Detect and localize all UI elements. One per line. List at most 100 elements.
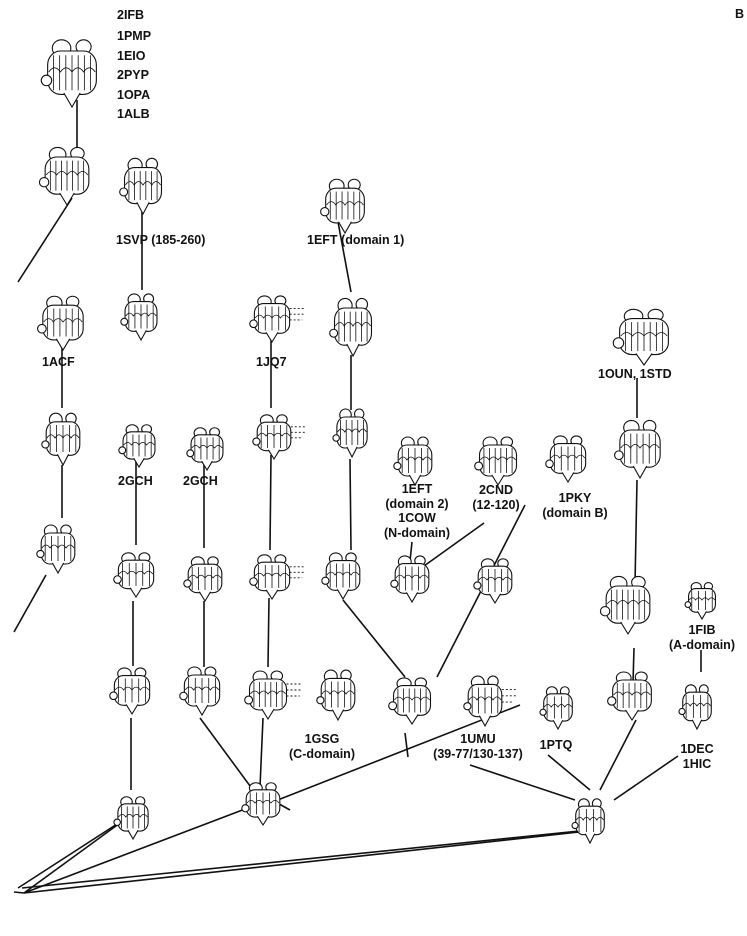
label-1eio: 1EIO xyxy=(117,49,146,63)
label-1oun-1std: 1OUN, 1STD xyxy=(598,367,672,381)
glyph-2gch-a xyxy=(118,424,156,469)
glyph-1oun xyxy=(612,308,669,366)
label-1pky-domain: (domain B) xyxy=(542,506,607,520)
glyph-oun-child3 xyxy=(607,671,652,722)
root-branch-3 xyxy=(23,831,580,894)
glyph-2cnd xyxy=(474,436,518,487)
label-1fib-id: 1FIB xyxy=(688,623,715,637)
glyph-oun-child xyxy=(614,419,661,480)
label-1dec-1hic: 1DEC 1HIC xyxy=(680,742,713,771)
glyph-eft-child3 xyxy=(321,552,361,601)
label-1eft-1cow: 1EFT (domain 2) 1COW (N-domain) xyxy=(384,482,450,540)
label-1dec: 1DEC xyxy=(680,742,713,756)
glyph-1gsg xyxy=(316,669,356,722)
label-2pyp: 2PYP xyxy=(117,68,149,82)
label-1gsg-id: 1GSG xyxy=(305,732,340,746)
glyph-level1-a xyxy=(38,146,90,207)
root-branch-1 xyxy=(23,814,132,894)
tree-edge-25 xyxy=(264,704,521,806)
tree-edge-31 xyxy=(547,754,591,791)
glyph-1eft-domain2 xyxy=(393,436,433,487)
label-2gch-b: 2GCH xyxy=(183,474,218,488)
glyph-1ptq xyxy=(539,686,573,731)
label-1jq7: 1JQ7 xyxy=(256,355,287,369)
tree-edge-21 xyxy=(342,599,406,678)
tree-edge-22 xyxy=(409,541,413,562)
glyph-1dec xyxy=(678,684,712,731)
label-2cnd-id: 2CND xyxy=(479,483,513,497)
label-1pky: 1PKY (domain B) xyxy=(542,491,607,520)
glyph-1jq7 xyxy=(249,295,305,344)
glyph-1svp xyxy=(119,157,163,216)
tree-edge-16 xyxy=(267,597,270,668)
glyph-jq7-child3 xyxy=(244,670,302,721)
label-1svp: 1SVP (185-260) xyxy=(116,233,205,247)
glyph-eft-child2 xyxy=(332,408,368,459)
glyph-1pky xyxy=(545,435,587,484)
label-1umu-range: (39-77/130-137) xyxy=(433,747,523,761)
label-1gsg: 1GSG (C-domain) xyxy=(289,732,355,761)
label-domain2: (domain 2) xyxy=(385,497,448,511)
glyph-2gch-b xyxy=(186,427,224,472)
glyph-acf-child xyxy=(41,412,81,467)
label-1eft-domain1: 1EFT (domain 1) xyxy=(307,233,404,247)
glyph-gch-a-child xyxy=(113,552,155,599)
glyph-acf-child2 xyxy=(36,524,76,575)
glyph-1umu xyxy=(463,675,516,728)
glyph-merge-right xyxy=(571,798,605,845)
glyph-gch-b-child2 xyxy=(179,666,221,717)
tree-edges xyxy=(13,100,702,894)
glyph-oun-child2 xyxy=(599,575,651,636)
label-n-domain: (N-domain) xyxy=(384,526,450,540)
glyph-central-hub xyxy=(388,677,432,726)
tree-edge-20 xyxy=(349,458,352,551)
tree-edge-28 xyxy=(634,479,638,585)
glyph-1cow xyxy=(390,555,430,604)
label-1opa: 1OPA xyxy=(117,88,150,102)
glyph-svp-child xyxy=(120,293,158,342)
root-branch-4 xyxy=(13,891,25,894)
glyph-gch-a-child3 xyxy=(113,796,149,841)
label-1pky-id: 1PKY xyxy=(559,491,592,505)
glyph-1acf xyxy=(37,295,84,352)
tree-edge-33 xyxy=(613,755,679,801)
tree-edge-10 xyxy=(17,814,132,889)
glyph-2ifb-group xyxy=(40,39,97,109)
glyph-gch-b-child xyxy=(183,556,223,603)
label-1ptq: 1PTQ xyxy=(540,738,573,752)
tree-edge-6 xyxy=(13,574,47,633)
tree-edge-36 xyxy=(21,830,580,889)
label-1eft: 1EFT xyxy=(402,482,433,496)
structure-glyphs xyxy=(36,39,716,845)
glyph-gch-a-child2 xyxy=(109,667,151,716)
tree-edge-2 xyxy=(17,197,73,283)
label-1alb: 1ALB xyxy=(117,107,150,121)
label-1acf: 1ACF xyxy=(42,355,75,369)
label-1pmp: 1PMP xyxy=(117,29,151,43)
glyph-jq7-child xyxy=(252,414,305,461)
tree-edge-13 xyxy=(199,717,254,791)
root-branch-2 xyxy=(23,805,254,894)
tree-edge-17 xyxy=(259,717,264,788)
tree-edge-34 xyxy=(469,764,576,801)
label-2cnd-range: (12-120) xyxy=(472,498,519,512)
tree-edge-18 xyxy=(337,221,352,293)
label-1cow: 1COW xyxy=(398,511,436,525)
glyph-jq7-child2 xyxy=(249,554,305,601)
label-2ifb: 2IFB xyxy=(117,8,144,22)
panel-letter: B xyxy=(735,7,744,21)
label-1fib: 1FIB (A-domain) xyxy=(669,623,735,652)
tree-edge-32 xyxy=(599,719,637,791)
tree-edge-15 xyxy=(269,454,272,551)
label-1gsg-domain: (C-domain) xyxy=(289,747,355,761)
label-1umu-id: 1UMU xyxy=(460,732,495,746)
label-2gch-a: 2GCH xyxy=(118,474,153,488)
glyph-pky-child xyxy=(473,558,513,605)
label-2cnd: 2CND (12-120) xyxy=(472,483,519,512)
glyph-1fib xyxy=(684,581,716,621)
glyph-1eft-domain1 xyxy=(320,178,365,235)
label-1fib-domain: (A-domain) xyxy=(669,638,735,652)
label-1umu: 1UMU (39-77/130-137) xyxy=(433,732,523,761)
glyph-merge-left xyxy=(241,782,281,827)
